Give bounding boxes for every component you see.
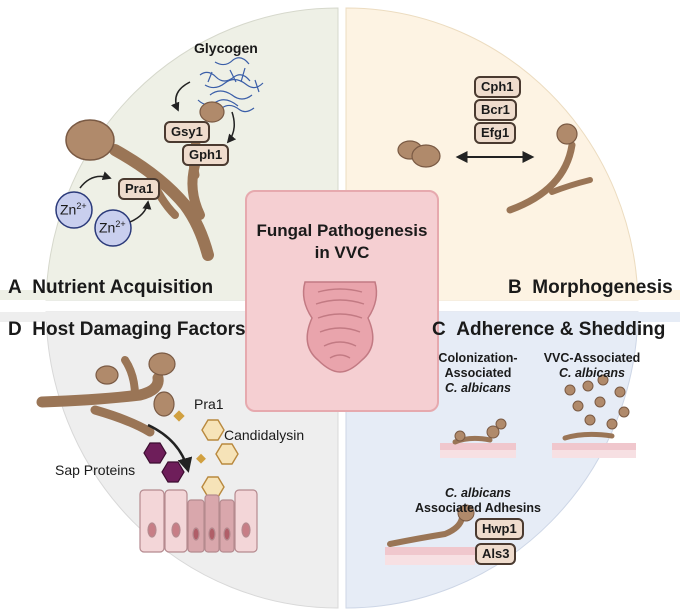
- quadrant-d-title: D Host Damaging Factors: [8, 319, 246, 341]
- zinc-label-2: Zn2+: [99, 219, 126, 236]
- sap-proteins-label: Sap Proteins: [55, 462, 136, 478]
- yeast-cell-d-3: [153, 391, 175, 417]
- zinc-label-1-base: Zn: [60, 201, 77, 218]
- colonization-line1: Colonization-: [438, 351, 518, 365]
- candidalysin-1: [201, 419, 225, 441]
- quadrant-d-letter: D: [8, 319, 22, 340]
- colonization-line3: C. albicans: [445, 381, 511, 395]
- zinc-label-1-charge: 2+: [76, 201, 87, 211]
- candidalysin-2: [215, 443, 239, 465]
- gene-als3: Als3: [475, 543, 517, 565]
- tissue-colonization: [440, 418, 516, 458]
- adhesins-line1: C. albicans: [445, 486, 511, 500]
- quadrant-b-title: B Morphogenesis: [508, 277, 673, 299]
- gene-bcr1: Bcr1: [474, 99, 517, 121]
- quadrant-a-edge: [0, 290, 340, 300]
- damage-arrow: [147, 423, 193, 473]
- quadrant-b-title-text: Morphogenesis: [532, 277, 673, 298]
- quadrant-c-title-text: Adherence & Shedding: [456, 319, 666, 340]
- glycogen-cluster: [197, 57, 264, 113]
- gene-gph1: Gph1: [182, 144, 230, 166]
- sap-protein-2: [161, 461, 185, 483]
- epithelial-cells: [139, 489, 258, 553]
- glycogen-arrow-right: [226, 111, 237, 144]
- quadrant-a-title: A Nutrient Acquisition: [8, 277, 213, 299]
- center-title-line2: in VVC: [314, 243, 370, 262]
- hyphae-b: [506, 141, 593, 214]
- quadrant-d-title-text: Host Damaging Factors: [32, 319, 246, 340]
- zinc-label-2-charge: 2+: [115, 219, 126, 229]
- sap-protein-1: [143, 442, 167, 464]
- yeast-cell-d-2: [148, 352, 176, 376]
- quadrant-a-letter: A: [8, 277, 22, 298]
- candidalysin-label: Candidalysin: [224, 427, 305, 443]
- vvc-line2: C. albicans: [559, 366, 625, 380]
- tissue-adhesins: [385, 504, 475, 565]
- zinc-arrow-2: [129, 200, 152, 223]
- center-title-line1: Fungal Pathogenesis: [256, 221, 428, 240]
- adhesins-label: C. albicans Associated Adhesins: [412, 486, 544, 516]
- quadrant-a-title-text: Nutrient Acquisition: [32, 277, 214, 298]
- pra1-label-d: Pra1: [194, 396, 224, 412]
- vvc-label: VVC-Associated C. albicans: [536, 351, 648, 381]
- zinc-label-1: Zn2+: [60, 201, 87, 218]
- yeast-cell-d-1: [95, 365, 119, 385]
- pra1-particle-2: [196, 453, 206, 464]
- zinc-label-2-base: Zn: [99, 219, 116, 236]
- tissue-vvc: [552, 374, 636, 458]
- gene-pra1-a: Pra1: [118, 178, 161, 200]
- quadrant-c-edge: [346, 312, 680, 322]
- zinc-ion-2: [94, 209, 132, 247]
- quadrant-b-letter: B: [508, 277, 522, 298]
- yeast-cell-a-top: [199, 101, 225, 123]
- center-title: Fungal Pathogenesis in VVC: [247, 220, 437, 264]
- colonization-line2: Associated: [444, 366, 512, 380]
- gene-hwp1: Hwp1: [475, 518, 524, 540]
- zinc-arrow-1: [79, 171, 112, 189]
- gene-efg1: Efg1: [474, 122, 517, 144]
- quadrant-c-title: C Adherence & Shedding: [432, 319, 665, 341]
- hyphae-d: [36, 356, 164, 437]
- quadrant-d-edge: [0, 312, 340, 322]
- adhesins-line2: Associated Adhesins: [415, 501, 541, 515]
- quadrant-c-letter: C: [432, 319, 446, 340]
- glycogen-arrow-left: [170, 81, 191, 112]
- gene-cph1: Cph1: [474, 76, 521, 98]
- glycogen-label: Glycogen: [194, 40, 258, 56]
- yeast-cell-b-2: [411, 144, 441, 168]
- pra1-particle-1: [173, 410, 185, 422]
- gene-gsy1: Gsy1: [164, 121, 210, 143]
- vvc-line1: VVC-Associated: [543, 351, 641, 365]
- quadrant-b-edge: [346, 290, 680, 300]
- colonization-label: Colonization- Associated C. albicans: [432, 351, 524, 396]
- zinc-ion-1: [55, 191, 93, 229]
- yeast-cell-a: [65, 119, 115, 161]
- yeast-cell-b-3: [556, 123, 578, 145]
